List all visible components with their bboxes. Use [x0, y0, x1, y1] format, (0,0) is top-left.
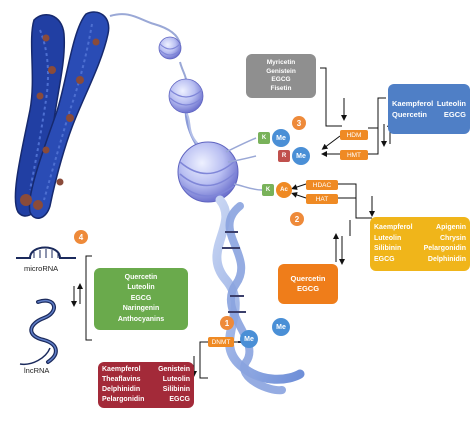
step-number-3: 3: [292, 116, 306, 130]
step-number-4: 4: [74, 230, 88, 244]
compound-label: Anthocyanins: [117, 315, 165, 323]
compound-label: Theaflavins: [102, 376, 141, 383]
step-number-2: 2: [290, 212, 304, 226]
compound-label: Quercetin: [290, 274, 326, 283]
step-number-1: 1: [220, 316, 234, 330]
hdm-tag: HDM: [340, 130, 368, 140]
compound-label: Silibinin: [374, 245, 402, 252]
compound-pair: EGCG Delphinidin: [370, 255, 470, 266]
dnmt-tag: DNMT: [208, 337, 234, 347]
noncoding-rna-modulator-box: Quercetin Luteolin EGCG Naringenin Antho…: [94, 268, 188, 330]
compound-label: Quercetin: [392, 110, 428, 119]
lysine-mark: K: [262, 184, 274, 196]
arginine-mark: R: [278, 150, 290, 162]
compound-label: Chrysin: [439, 234, 466, 242]
compound-pair: Pelargonidin EGCG: [98, 395, 194, 405]
dna-methyl-mark: Me: [240, 330, 258, 348]
compound-label: EGCG: [271, 76, 291, 83]
compound-label: Delphinidin: [427, 255, 466, 263]
histone-acetylation-modulator-box: Kaempferol Apigenin Luteolin Chrysin Silib…: [370, 217, 470, 271]
lncrna-strand-icon: [19, 298, 58, 366]
compound-label: EGCG: [296, 284, 320, 293]
hdac-hat-modulator-box: Quercetin EGCG: [278, 264, 338, 304]
compound-pair: Theaflavins Luteolin: [98, 375, 194, 385]
nucleosome-icon: [158, 36, 239, 203]
compound-pair: Silibinin Pelargonidin: [370, 244, 470, 255]
compound-label: Delphinidin: [102, 386, 141, 393]
compound-label: Luteolin: [127, 284, 155, 292]
lncrna-label: lncRNA: [24, 366, 50, 375]
compound-label: EGCG: [374, 255, 395, 263]
x-chromosome-icon: [14, 11, 110, 219]
microrna-hairpin-icon: [16, 246, 76, 259]
compound-label: Luteolin: [374, 234, 402, 242]
compound-label: EGCG: [130, 294, 152, 302]
compound-label: Genistein: [266, 67, 296, 75]
compound-label: Myricetin: [266, 59, 296, 66]
compound-pair: Delphinidin Silibinin: [98, 385, 194, 395]
hdac-tag: HDAC: [306, 180, 338, 190]
compound-label: Luteolin: [162, 376, 190, 383]
compound-pair: Quercetin EGCG: [388, 109, 470, 120]
compound-pair: Kaempferol Genistein: [98, 365, 194, 375]
methyl-mark: Me: [292, 147, 310, 165]
hmt-tag: HMT: [340, 150, 368, 160]
compound-label: Genistein: [158, 366, 190, 373]
compound-label: Pelargonidin: [102, 396, 145, 403]
compound-label: Luteolin: [436, 99, 466, 108]
microrna-label: microRNA: [24, 264, 59, 273]
chromatin-thread: [109, 13, 199, 145]
histone-tail-connectors: [225, 137, 263, 191]
compound-pair: Luteolin Chrysin: [370, 234, 470, 245]
compound-label: Apigenin: [436, 224, 466, 231]
hat-tag: HAT: [306, 194, 338, 204]
compound-pair: Kaempferol Apigenin: [370, 223, 470, 234]
compound-label: Kaempferol: [102, 366, 141, 373]
histone-demethylase-inhibitor-box: Myricetin Genistein EGCG Fisetin: [246, 54, 316, 98]
compound-label: Silibinin: [162, 386, 190, 393]
dna-methyl-mark: Me: [272, 318, 290, 336]
compound-label: Quercetin: [124, 273, 158, 281]
compound-label: Naringenin: [122, 305, 160, 313]
compound-label: Pelargonidin: [423, 245, 466, 252]
compound-label: EGCG: [169, 396, 190, 403]
compound-label: EGCG: [443, 110, 466, 119]
compound-label: Fisetin: [270, 84, 292, 92]
methyl-mark: Me: [272, 129, 290, 147]
acetyl-mark: Ac: [276, 182, 292, 198]
compound-label: Kaempferol: [392, 99, 434, 108]
lysine-mark: K: [258, 132, 270, 144]
compound-label: Kaempferol: [374, 224, 413, 231]
